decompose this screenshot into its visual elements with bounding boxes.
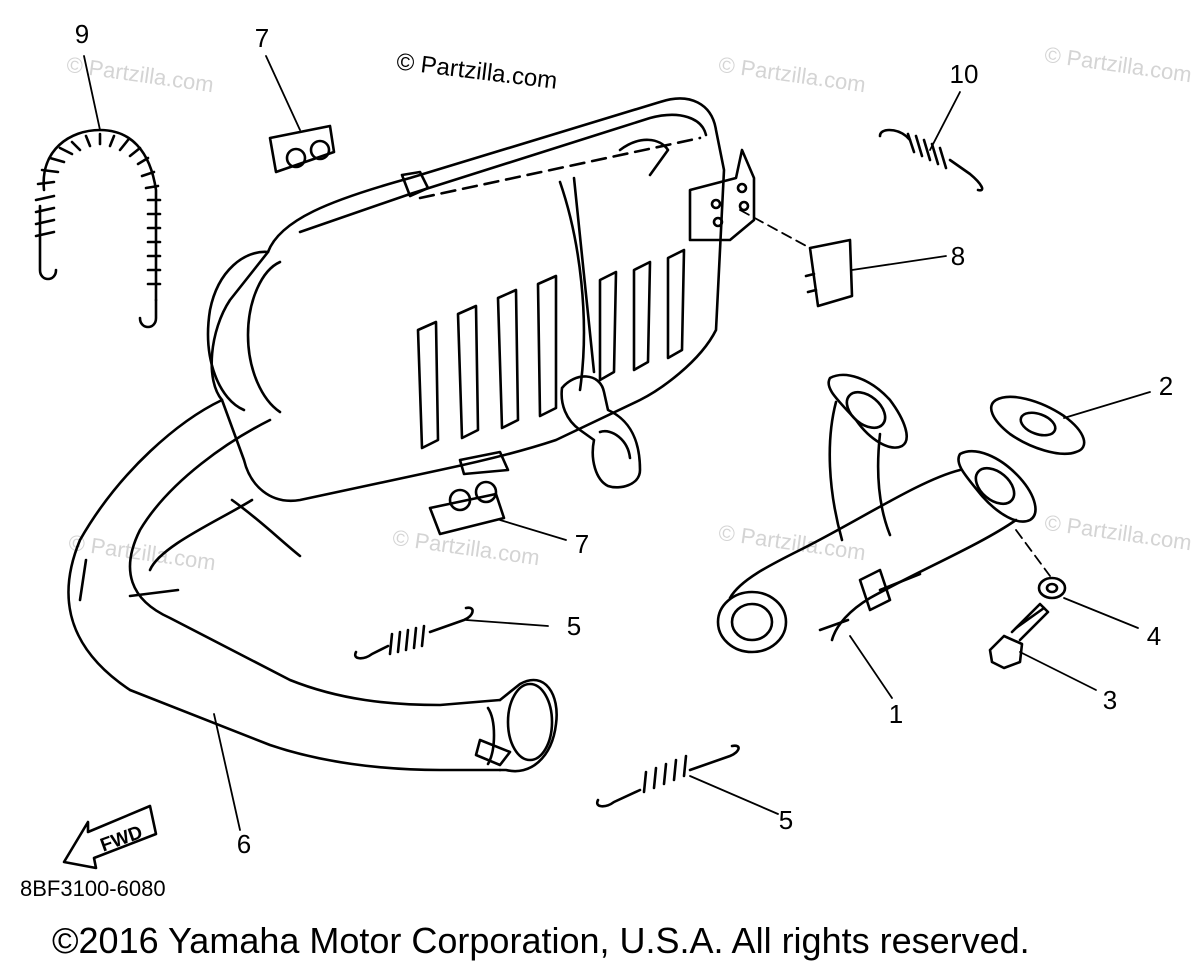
fwd-arrow: FWD xyxy=(62,804,158,870)
callout-8: 8 xyxy=(950,241,966,271)
callout-5-left: 5 xyxy=(566,611,582,641)
diagram-code: 8BF3100-6080 xyxy=(20,876,166,901)
damper-8 xyxy=(804,238,854,308)
grommet-7-top xyxy=(268,124,336,174)
bolt-3 xyxy=(988,602,1050,670)
muffler-body xyxy=(206,97,756,503)
callout-10: 10 xyxy=(949,59,979,89)
callout-5-bottom: 5 xyxy=(778,805,794,835)
exhaust-pipe-1 xyxy=(716,373,1037,654)
spring-9 xyxy=(34,128,162,329)
callout-1: 1 xyxy=(888,699,904,729)
grommet-7-bottom xyxy=(428,480,506,536)
copyright-notice: ©2016 Yamaha Motor Corporation, U.S.A. A… xyxy=(52,920,1030,961)
callout-6: 6 xyxy=(236,829,252,859)
callout-4: 4 xyxy=(1146,621,1162,651)
fwd-label: FWD xyxy=(98,822,146,857)
exhaust-pipe-6 xyxy=(67,398,558,773)
spring-10 xyxy=(878,128,984,192)
spring-5-left xyxy=(353,606,474,660)
washer-4 xyxy=(1037,576,1067,600)
callout-2: 2 xyxy=(1158,371,1174,401)
spring-5-bottom xyxy=(595,744,740,808)
gasket-2 xyxy=(989,395,1086,456)
callout-7-top: 7 xyxy=(254,23,270,53)
leader-lines xyxy=(83,55,1151,831)
callout-7-bottom: 7 xyxy=(574,529,590,559)
callout-3: 3 xyxy=(1102,685,1118,715)
callout-9: 9 xyxy=(74,19,90,49)
